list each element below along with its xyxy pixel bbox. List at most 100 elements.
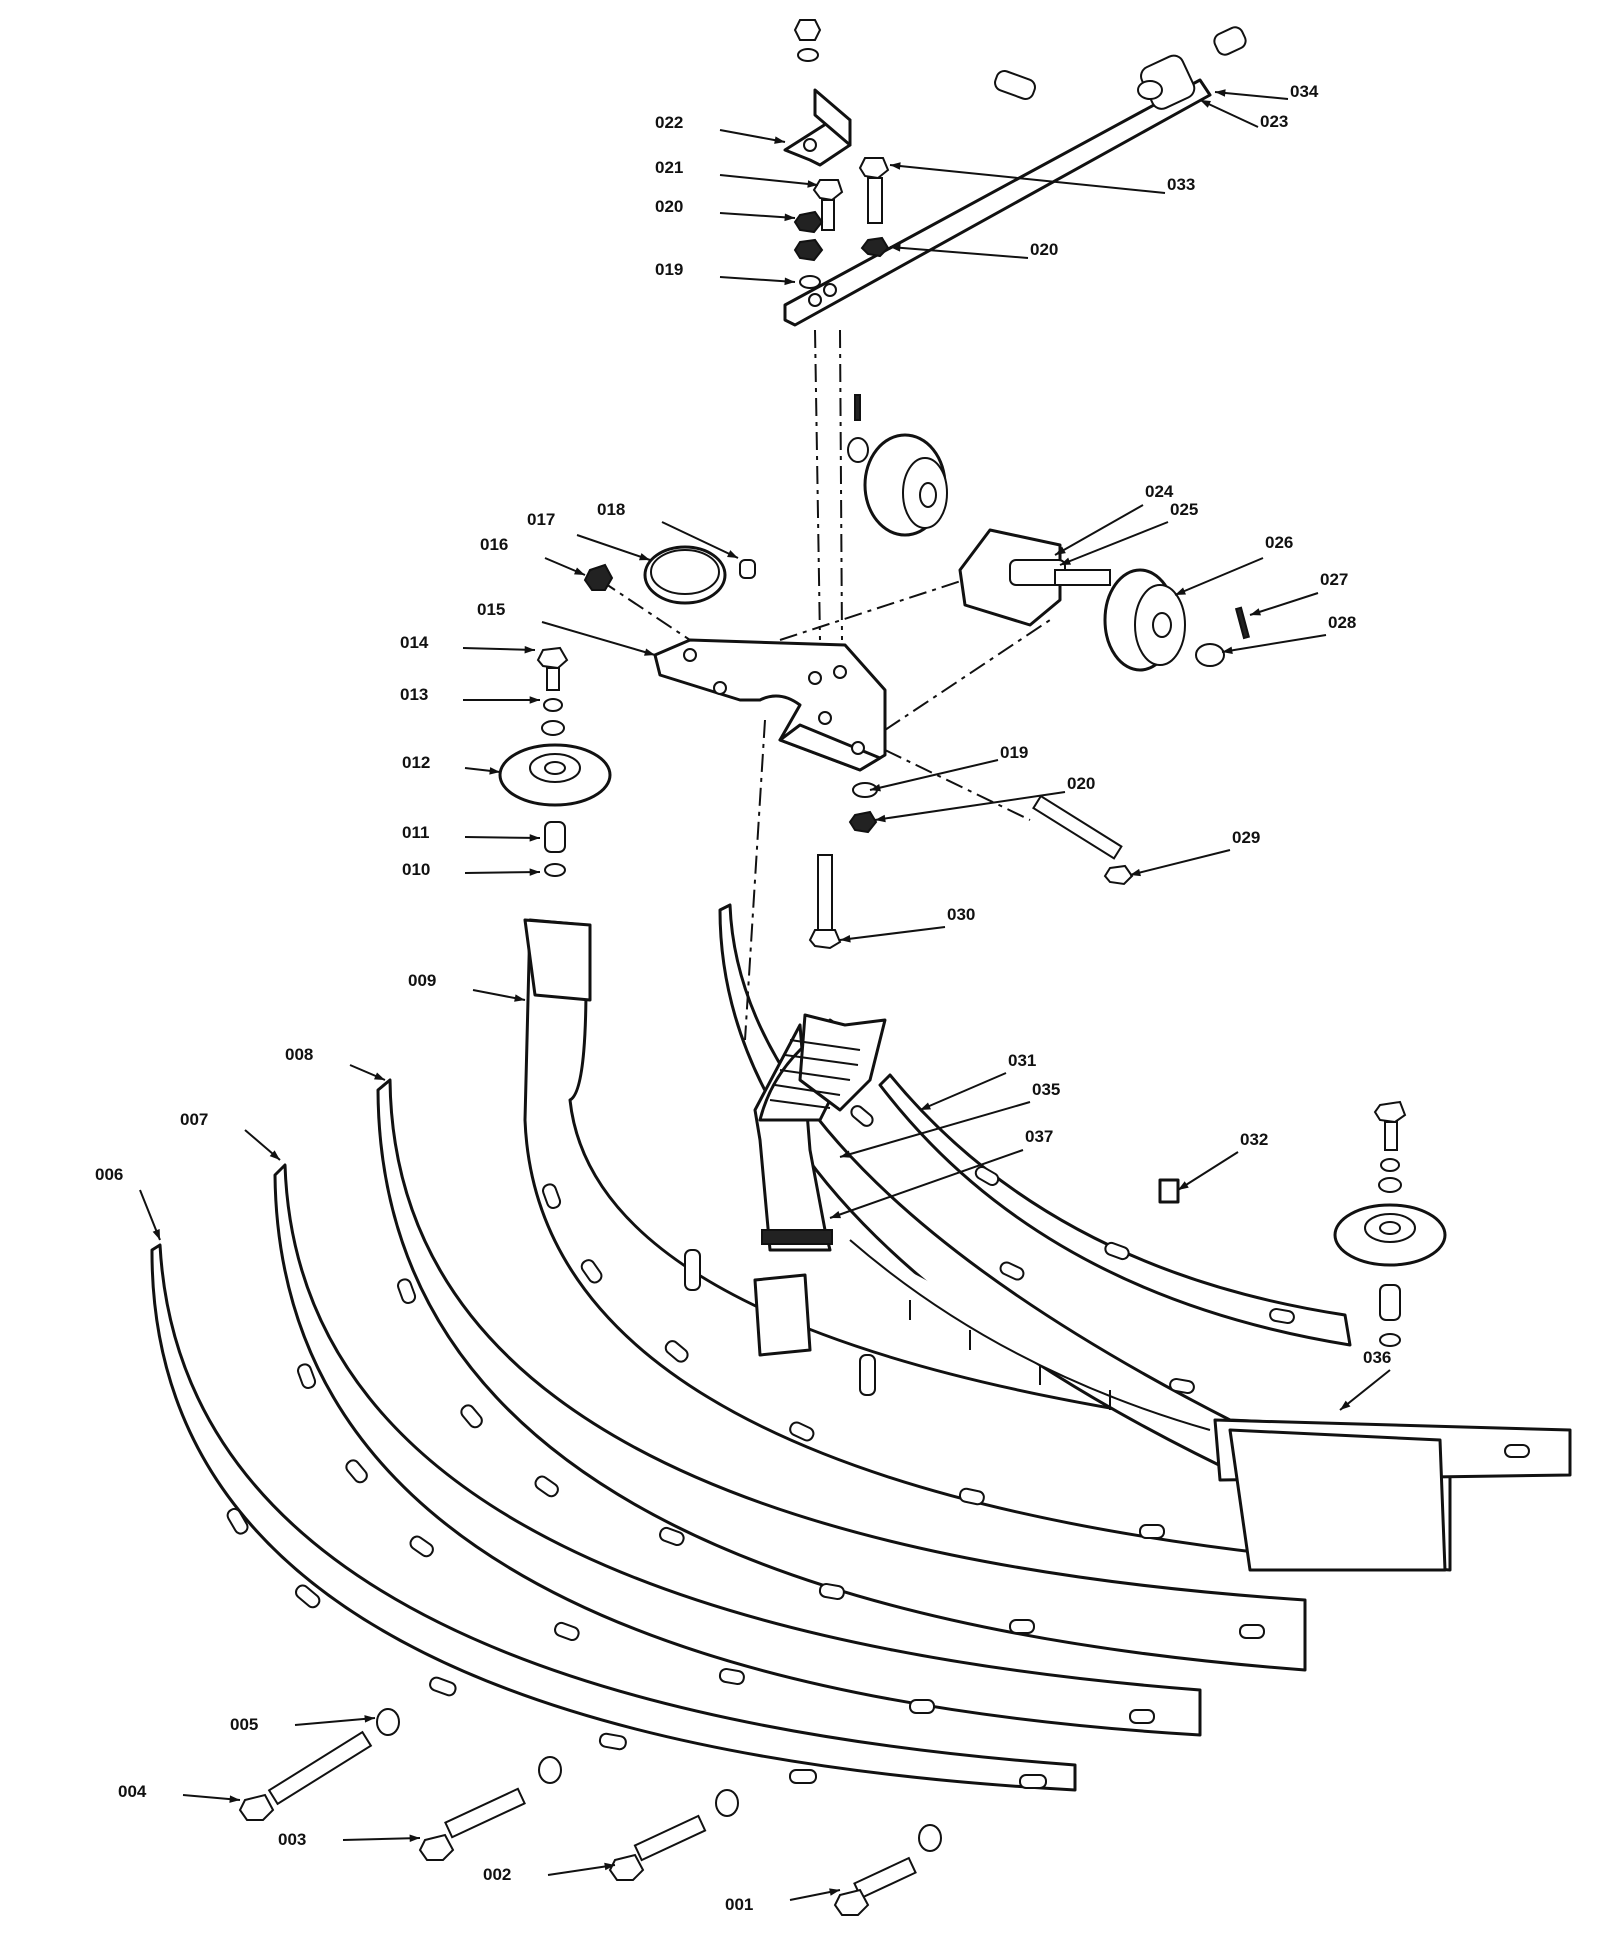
arrowhead — [774, 136, 785, 144]
part-number-label: 008 — [285, 1045, 313, 1064]
arrowhead — [1200, 100, 1211, 108]
alignment-line — [814, 329, 821, 641]
part-number-label: 026 — [1265, 533, 1293, 552]
nut-top — [793, 19, 822, 62]
part-number-label: 019 — [655, 260, 683, 279]
arrowhead — [529, 696, 540, 704]
arrowhead — [574, 567, 585, 575]
part-number-label: 009 — [408, 971, 436, 990]
callout-033: 033 — [889, 162, 1195, 194]
arrowhead — [784, 277, 795, 286]
leader-line — [462, 647, 536, 651]
arrowhead — [269, 1150, 280, 1160]
part-number-label: 022 — [655, 113, 683, 132]
part-number-label: 021 — [655, 158, 683, 177]
part-number-label: 035 — [1032, 1080, 1060, 1099]
callout-028: 028 — [1221, 613, 1356, 655]
right-pulley-stack — [1333, 1100, 1447, 1347]
wheel-upper — [847, 394, 948, 537]
callout-018: 018 — [597, 500, 739, 559]
leader-line — [889, 246, 1029, 259]
callout-027: 027 — [1249, 570, 1348, 616]
callout-010: 010 — [402, 860, 541, 879]
blade-006 — [150, 1243, 1077, 1792]
part-number-label: 005 — [230, 1715, 258, 1734]
arrowhead — [1340, 1400, 1351, 1410]
bolt-030 — [808, 854, 842, 950]
leader-line — [719, 276, 796, 283]
callout-023: 023 — [1199, 99, 1288, 131]
leader-line — [1059, 521, 1169, 566]
callout-024: 024 — [1054, 482, 1174, 556]
arrowhead — [529, 834, 540, 842]
clip-032 — [1158, 1178, 1180, 1204]
callout-006: 006 — [95, 1165, 161, 1241]
callout-009: 009 — [408, 971, 526, 1002]
callout-019b: 019 — [869, 743, 1028, 792]
leader-line — [661, 521, 739, 559]
part-number-label: 031 — [1008, 1051, 1036, 1070]
bolt-003 — [418, 1756, 562, 1861]
callout-035: 035 — [839, 1080, 1060, 1158]
part-number-label: 007 — [180, 1110, 208, 1129]
nuts-020-019-upper — [793, 210, 890, 289]
arrowhead — [920, 1102, 931, 1110]
leader-line — [1221, 634, 1327, 653]
leader-line — [1177, 1151, 1239, 1191]
callout-029: 029 — [1129, 828, 1260, 877]
stud-right — [859, 1354, 876, 1396]
arrowhead — [830, 1211, 841, 1219]
part-number-label: 011 — [402, 823, 429, 842]
part-number-label: 036 — [1363, 1348, 1391, 1367]
part-number-label: 030 — [947, 905, 975, 924]
bolt-033 — [858, 157, 890, 224]
leader-line — [1199, 99, 1259, 128]
washer-028 — [1195, 643, 1225, 667]
leader-line — [889, 164, 1166, 194]
leader-line — [839, 926, 946, 941]
arrowhead — [1130, 868, 1141, 877]
arrowhead — [784, 213, 795, 222]
part-number-label: 018 — [597, 500, 625, 519]
blade-008 — [376, 1078, 1307, 1672]
callout-036: 036 — [1339, 1348, 1391, 1411]
part-number-label: 020 — [1067, 774, 1095, 793]
callout-022: 022 — [655, 113, 786, 144]
arrowhead — [890, 162, 901, 170]
arrowhead — [1222, 646, 1233, 655]
part-number-label: 020 — [655, 197, 683, 216]
callout-020c: 020 — [874, 774, 1095, 823]
part-number-label: 034 — [1290, 82, 1319, 101]
arrowhead — [1060, 557, 1071, 565]
arrowhead — [1178, 1181, 1189, 1190]
part-number-label: 020 — [1030, 240, 1058, 259]
axle-bracket-024 — [958, 528, 1111, 627]
part-number-label: 032 — [1240, 1130, 1268, 1149]
callout-032: 032 — [1177, 1130, 1268, 1191]
arrowhead — [604, 1862, 615, 1871]
callout-011: 011 — [402, 823, 541, 842]
stud-left — [684, 1249, 701, 1291]
arrowhead — [1175, 587, 1186, 595]
callout-002: 002 — [483, 1862, 616, 1884]
hose-035 — [753, 1013, 887, 1357]
alignment-line — [839, 329, 843, 641]
part-number-label: 002 — [483, 1865, 511, 1884]
part-number-label: 006 — [95, 1165, 123, 1184]
callout-017: 017 — [527, 510, 651, 561]
arrowhead — [875, 814, 886, 823]
part-number-label: 010 — [402, 860, 430, 879]
leader-line — [464, 836, 541, 839]
alignment-line — [744, 719, 766, 1041]
leader-line — [294, 1717, 376, 1726]
arrowhead — [807, 180, 818, 188]
callout-labels: 0010020030040050060070080090100110120130… — [95, 82, 1391, 1914]
part-number-label: 014 — [400, 633, 429, 652]
bolt-002 — [608, 1789, 739, 1881]
arrowhead — [890, 244, 901, 252]
alignment-line — [779, 564, 1011, 641]
callout-015: 015 — [477, 600, 656, 656]
gear-017 — [643, 545, 727, 605]
callout-025: 025 — [1059, 500, 1198, 566]
arrowhead — [152, 1229, 160, 1240]
